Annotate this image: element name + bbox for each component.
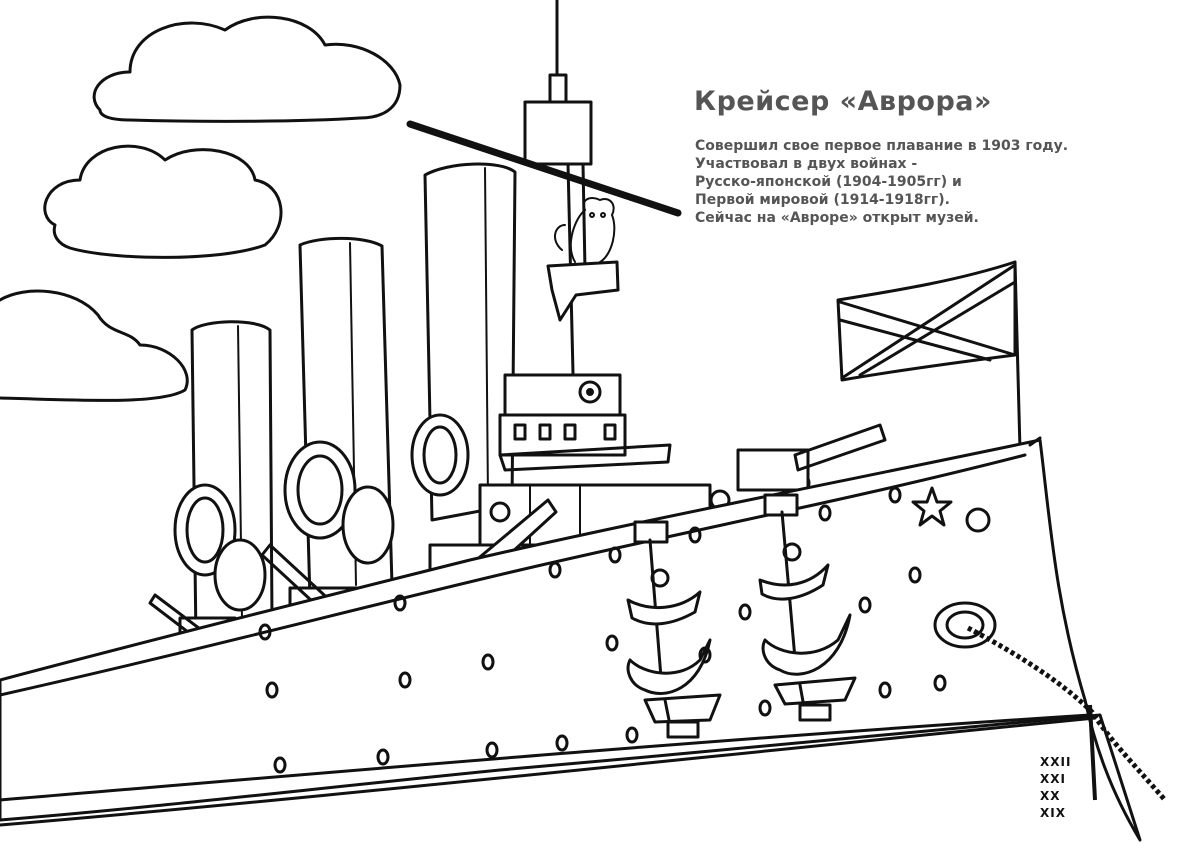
ventilators <box>173 413 470 612</box>
draft-marks: XXII XXI XX XIX <box>1040 754 1071 822</box>
portholes <box>258 486 947 774</box>
draft-mark: XX <box>1040 789 1061 803</box>
cloud-top <box>92 15 402 123</box>
page-title: Крейсер «Аврора» <box>694 86 992 117</box>
mast <box>406 0 682 417</box>
description-line: Сейчас на «Авроре» открыт музей. <box>695 210 979 226</box>
hull <box>0 436 1167 842</box>
flag <box>836 260 1022 452</box>
description-line: Совершил свое первое плавание в 1903 год… <box>695 138 1069 154</box>
draft-mark: XXI <box>1040 772 1066 786</box>
anchor-right <box>758 493 857 722</box>
draft-mark: XXII <box>1040 755 1072 769</box>
description-line: Первой мировой (1914-1918гг). <box>695 192 950 208</box>
description-text: Совершил свое первое плавание в 1903 год… <box>695 137 1068 227</box>
star-emblem <box>911 486 953 527</box>
cloud-middle <box>43 144 283 259</box>
anchor-left <box>626 520 722 739</box>
cat-doodle <box>554 197 616 263</box>
draft-mark: XIX <box>1040 806 1066 820</box>
description-line: Участвовал в двух войнах - <box>695 156 918 172</box>
description-line: Русско-японской (1904-1905гг) и <box>695 174 962 190</box>
anchors <box>626 493 857 739</box>
cloud-left <box>0 289 189 402</box>
waterline <box>0 713 1092 802</box>
clouds <box>0 15 402 402</box>
